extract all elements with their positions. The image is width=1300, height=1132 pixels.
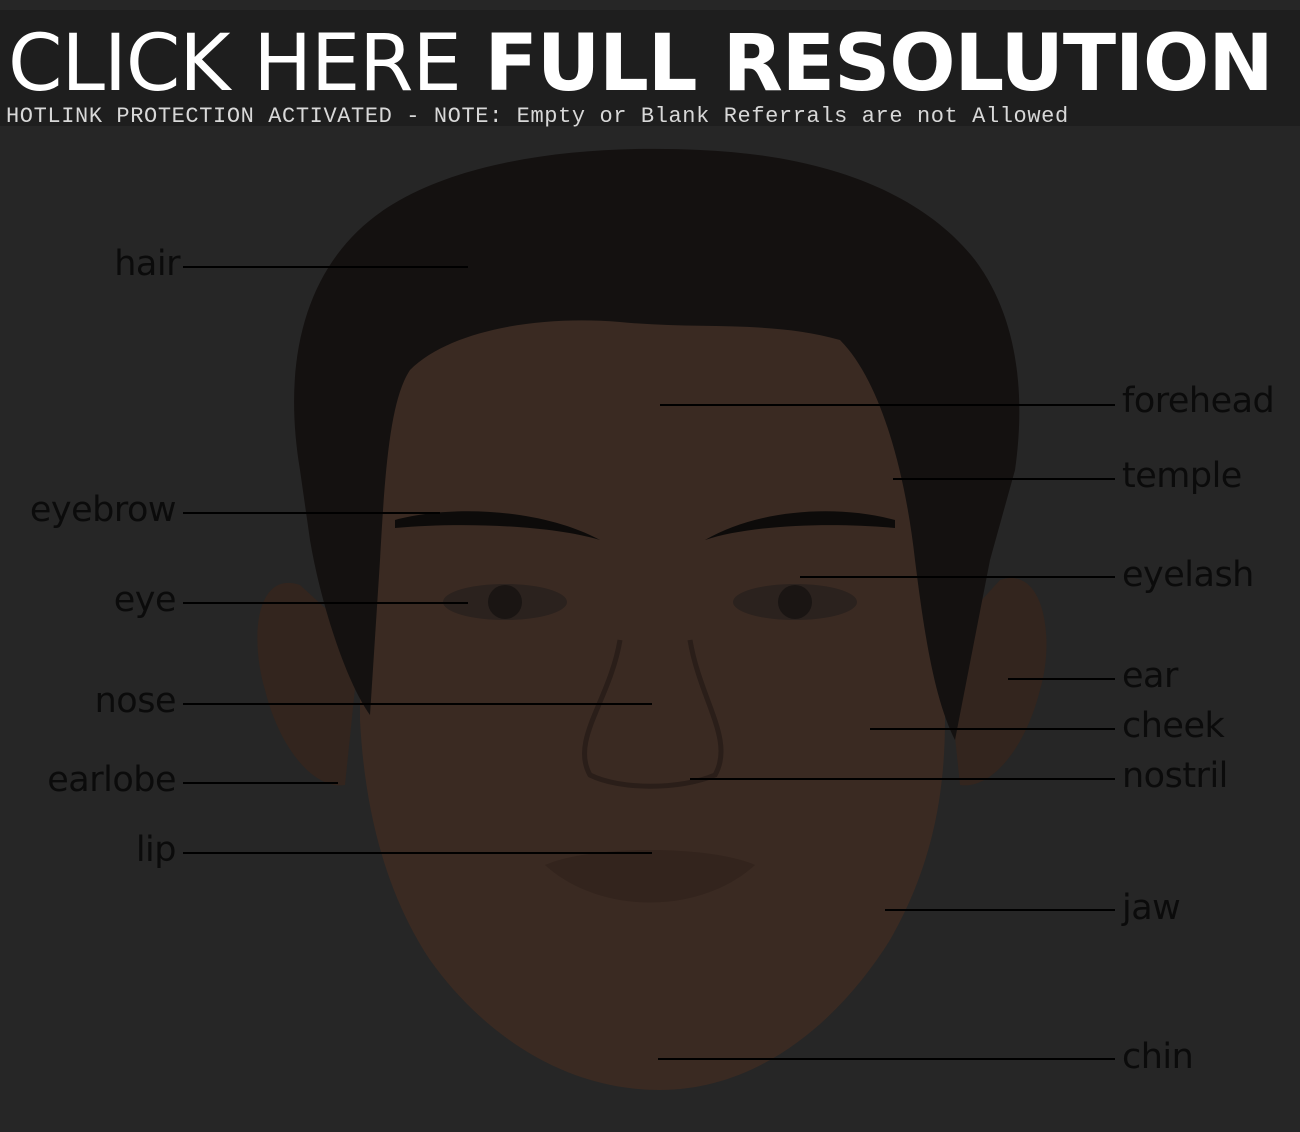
banner-title[interactable]: CLICK HERE FULL RESOLUTION	[8, 24, 1274, 104]
label-ear: ear	[1122, 656, 1178, 696]
banner-title-light[interactable]: CLICK HERE	[8, 19, 462, 109]
label-hair: hair	[114, 244, 180, 284]
label-eye: eye	[113, 580, 177, 620]
nose-shape	[582, 639, 724, 789]
label-chin: chin	[1122, 1037, 1194, 1077]
label-forehead: forehead	[1122, 381, 1275, 421]
label-cheek: cheek	[1122, 706, 1225, 746]
label-temple: temple	[1122, 456, 1242, 496]
right-eyebrow-shape	[705, 511, 895, 540]
label-eyelash: eyelash	[1122, 555, 1254, 595]
label-earlobe: earlobe	[47, 760, 176, 800]
label-lip: lip	[135, 830, 177, 870]
hotlink-banner[interactable]: CLICK HERE FULL RESOLUTION HOTLINK PROTE…	[0, 10, 1300, 129]
label-nose: nose	[94, 681, 177, 721]
left-eyebrow-shape	[395, 511, 600, 540]
lip-shape	[545, 850, 755, 903]
banner-title-bold[interactable]: FULL RESOLUTION	[484, 19, 1274, 109]
banner-note: HOTLINK PROTECTION ACTIVATED - NOTE: Emp…	[6, 104, 1069, 129]
label-eyebrow: eyebrow	[29, 490, 177, 530]
label-nostril: nostril	[1122, 756, 1228, 796]
hair-shape	[294, 148, 1020, 740]
leader-lines	[183, 266, 1115, 1060]
label-jaw: jaw	[1122, 888, 1181, 928]
face-shape	[360, 310, 945, 1090]
